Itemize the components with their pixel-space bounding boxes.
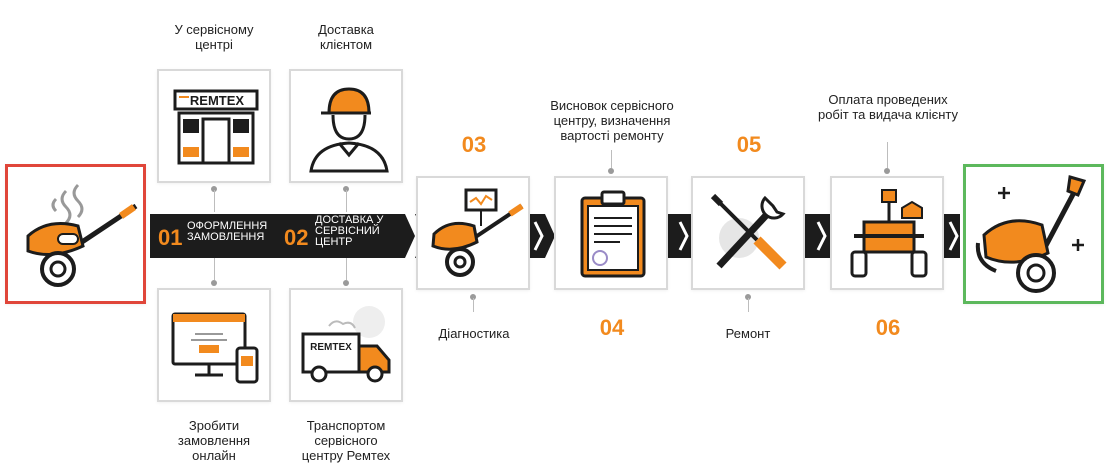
step-01-top-caption: У сервісному центрі (174, 22, 254, 52)
repaired-mower-icon (975, 175, 1087, 293)
step-06-number: 06 (875, 315, 901, 340)
step-01-label: ОФОРМЛЕННЯ ЗАМОВЛЕННЯ (187, 220, 268, 243)
client-delivery-icon (309, 87, 389, 173)
step-05-caption: Ремонт (725, 326, 771, 341)
step-06-caption: Оплата проведених робіт та видача клієнт… (817, 92, 959, 122)
online-order-card (157, 288, 271, 402)
diagnostics-card (416, 176, 530, 290)
conclusion-card (554, 176, 668, 290)
broken-mower-card (5, 164, 146, 304)
repair-card (691, 176, 805, 290)
payment-card (830, 176, 944, 290)
storefront-logo: REMTEX (190, 93, 245, 108)
step-01-number: 01 (158, 225, 183, 250)
client-delivery-card (289, 69, 403, 183)
clipboard-icon (580, 190, 646, 278)
step-02-label: ДОСТАВКА У СЕРВІСНИЙ ЦЕНТР (315, 214, 384, 248)
step-02-bottom-caption: Транспортом сервісного центру Ремтех (301, 418, 391, 463)
step-03-caption: Діагностика (438, 326, 510, 341)
step-04-number: 04 (599, 315, 625, 340)
step-04-caption: Висновок сервісного центру, визначення в… (550, 98, 674, 143)
step-03-number: 03 (461, 132, 487, 157)
broken-mower-icon (26, 183, 138, 287)
diagnostics-icon (431, 188, 524, 277)
service-center-card: REMTEX (157, 69, 271, 183)
payment-mower-icon (850, 189, 928, 278)
storefront-icon: REMTEX (173, 89, 259, 165)
step-02-top-caption: Доставка клієнтом (318, 22, 374, 52)
truck-logo: REMTEX (310, 342, 352, 353)
step-01-bottom-caption: Зробити замовлення онлайн (177, 418, 251, 463)
step-05-number: 05 (736, 132, 762, 157)
truck-delivery-card: REMTEX (289, 288, 403, 402)
repaired-mower-card (963, 164, 1104, 304)
wrench-screwdriver-icon (710, 193, 787, 270)
delivery-truck-icon: REMTEX (301, 306, 391, 383)
step-02-number: 02 (284, 225, 309, 250)
computer-order-icon (171, 312, 259, 384)
